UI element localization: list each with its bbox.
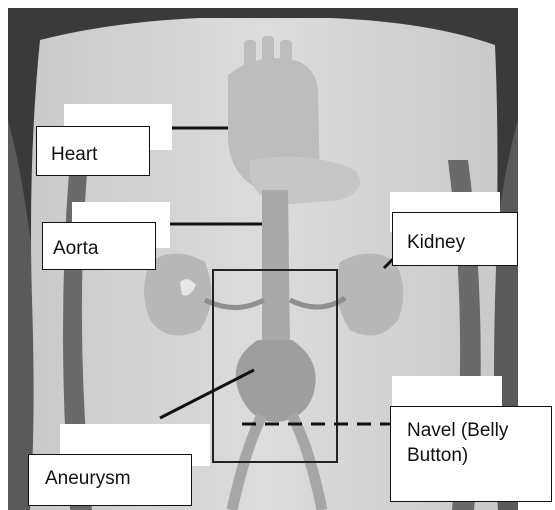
navel-label-line2: Button) (407, 444, 551, 469)
navel-label: Navel (Belly Button) (390, 406, 552, 502)
heart-label-text: Heart (51, 143, 149, 168)
aneurysm-label: Aneurysm (28, 454, 192, 506)
aorta-label: Aorta (42, 222, 156, 270)
kidney-label-text: Kidney (407, 231, 517, 256)
heart-label: Heart (36, 126, 150, 176)
aorta-label-text: Aorta (53, 237, 155, 262)
aorta-graphic (262, 190, 290, 345)
navel-label-line1: Navel (Belly (407, 419, 551, 444)
kidney-label: Kidney (392, 212, 518, 266)
navel-label-plate (392, 376, 502, 406)
aneurysm-label-text: Aneurysm (45, 467, 191, 492)
